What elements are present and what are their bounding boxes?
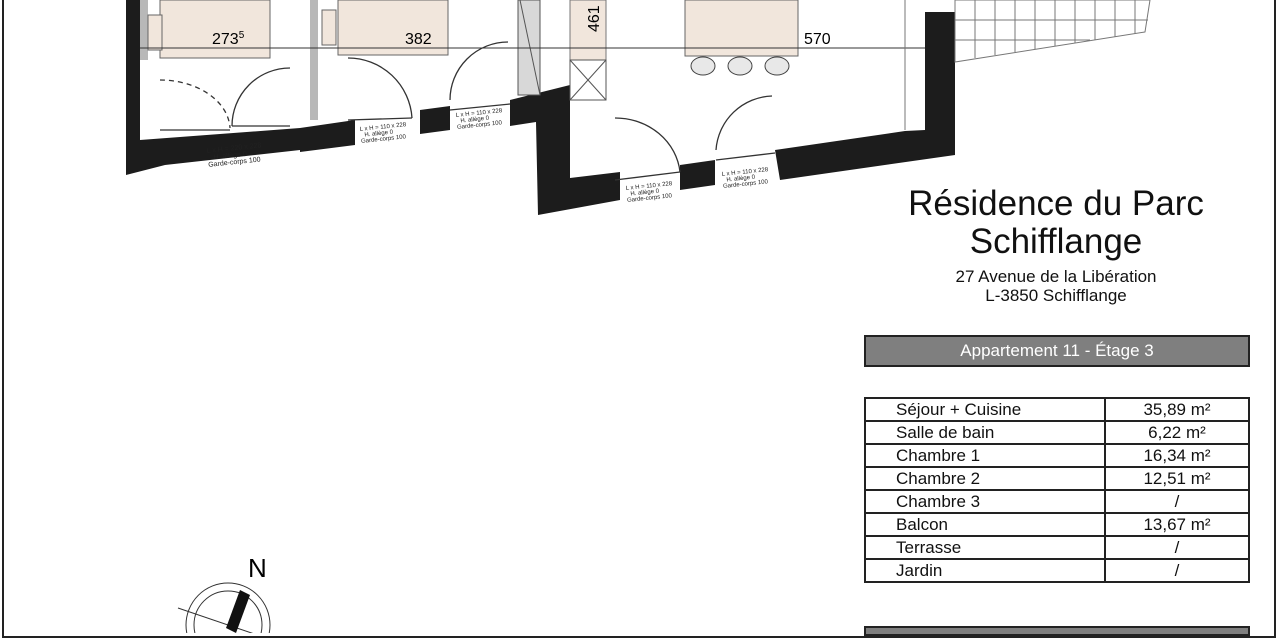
residence-title: Résidence du Parc — [908, 184, 1204, 223]
svg-text:L x H = 110 x 228: L x H = 110 x 228 — [626, 181, 674, 192]
compass-icon: N — [177, 553, 271, 633]
svg-text:H. allège 0: H. allège 0 — [726, 175, 756, 184]
bed-2-pillow — [321, 9, 337, 46]
svg-text:L x H = 110 x 228: L x H = 110 x 228 — [360, 122, 408, 133]
dimension-2: 382 — [405, 31, 432, 48]
svg-text:Garde-corps 100: Garde-corps 100 — [361, 134, 407, 145]
residence-city: Schifflange — [969, 222, 1143, 261]
doors — [159, 41, 776, 181]
wall-mid — [420, 106, 450, 134]
balcony — [954, 0, 1151, 63]
room-name: Jardin — [864, 558, 1106, 583]
table-row: Jardin/ — [864, 558, 1250, 583]
wall-step — [510, 85, 620, 215]
chairs — [690, 56, 790, 76]
dimension-3: 461 — [586, 5, 603, 32]
bed-1-pillow — [147, 14, 163, 51]
window-label-3: L x H = 110 x 228 H. allège 0 Garde-corp… — [456, 108, 504, 131]
svg-text:H. allège 0: H. allège 0 — [364, 130, 394, 139]
room-area: / — [1104, 489, 1250, 514]
duct-x2 — [569, 59, 607, 101]
dimension-4: 570 — [804, 31, 831, 48]
svg-text:H. allège 0: H. allège 0 — [213, 151, 247, 161]
wall-bottom-right — [680, 160, 715, 190]
bed-1 — [159, 0, 271, 59]
room-name: Séjour + Cuisine — [864, 397, 1106, 422]
interior-wall-1 — [140, 0, 148, 60]
table-row: Terrasse/ — [864, 535, 1250, 560]
dimension-1: 2735 — [212, 30, 245, 48]
room-area: / — [1104, 535, 1250, 560]
room-name: Salle de bain — [864, 420, 1106, 445]
room-name: Chambre 2 — [864, 466, 1106, 491]
apartment-header: Appartement 11 - Étage 3 — [864, 335, 1250, 367]
svg-text:Garde-corps 100: Garde-corps 100 — [457, 120, 503, 131]
svg-text:H. allège 0: H. allège 0 — [630, 189, 660, 198]
compass-north-label: N — [248, 553, 267, 583]
svg-text:H. allège 0: H. allège 0 — [460, 116, 490, 125]
address-city: L-3850 Schifflange — [985, 286, 1127, 305]
svg-text:Garde-corps 100: Garde-corps 100 — [723, 179, 769, 190]
interior-wall-2 — [310, 0, 318, 120]
room-name: Balcon — [864, 512, 1106, 537]
room-name: Terrasse — [864, 535, 1106, 560]
window-label-1: L x H = 220 x 228 H. allège 0 Garde-corp… — [206, 142, 261, 169]
wall-mid-left — [300, 120, 355, 152]
address-street: 27 Avenue de la Libération — [955, 267, 1157, 286]
window-label-2: L x H = 110 x 228 H. allège 0 Garde-corp… — [360, 122, 408, 145]
svg-text:L x H = 110 x 228: L x H = 110 x 228 — [722, 167, 770, 178]
room-area: 13,67 m² — [1104, 512, 1250, 537]
wall-right — [775, 12, 955, 180]
window-label-4: L x H = 110 x 228 H. allège 0 Garde-corp… — [626, 181, 674, 204]
svg-text:L x H = 110 x 228: L x H = 110 x 228 — [456, 108, 504, 119]
room-name: Chambre 1 — [864, 443, 1106, 468]
dining-table — [684, 0, 799, 57]
window-label-5: L x H = 110 x 228 H. allège 0 Garde-corp… — [722, 167, 770, 190]
room-area: 6,22 m² — [1104, 420, 1250, 445]
wall-left — [126, 0, 300, 175]
room-area: 12,51 m² — [1104, 466, 1250, 491]
table-row: Chambre 3/ — [864, 489, 1250, 514]
room-area: 35,89 m² — [1104, 397, 1250, 422]
room-name: Chambre 3 — [864, 489, 1106, 514]
room-area: 16,34 m² — [1104, 443, 1250, 468]
bottom-header-bar — [864, 626, 1250, 636]
svg-text:Garde-corps 100: Garde-corps 100 — [627, 193, 673, 204]
bed-2 — [337, 0, 449, 56]
room-area: / — [1104, 558, 1250, 583]
